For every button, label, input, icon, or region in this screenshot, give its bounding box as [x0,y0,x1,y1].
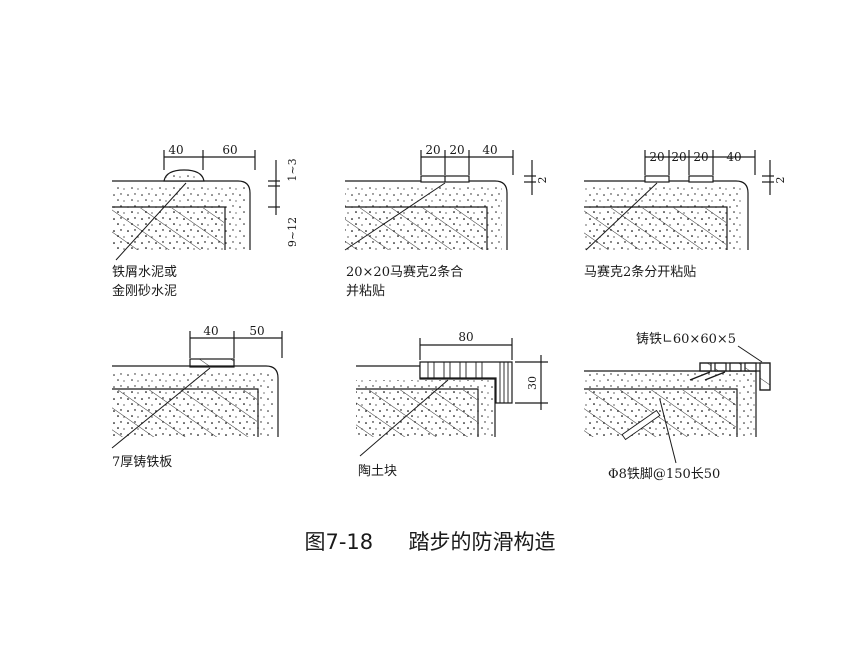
cast-iron-plate [189,358,235,368]
concrete-edge [112,388,259,437]
panel-6 [584,345,771,464]
step-outline [584,180,749,250]
p3-dim-1: 20 [649,150,664,164]
p5-side-dim: 30 [526,376,539,390]
figure-caption: 图7-18 踏步的防滑构造 [0,526,860,556]
step-outline [356,365,496,437]
p1-side-dim-1: 9~12 [286,217,299,247]
p2-dim-1: 20 [425,143,440,157]
panel-5 [356,338,548,457]
concrete-edge [584,388,738,437]
p1-label-1: 铁屑水泥或 [112,265,177,280]
p3-dim-2: 20 [671,150,686,164]
p1-label-2: 金刚砂水泥 [112,283,177,299]
mosaic-strip-2 [688,175,714,183]
anchor-foot [621,409,661,441]
p2-side-dim: 2 [536,177,549,184]
p6-label-1: 铸铁∟60×60×5 [636,331,736,347]
p3-side-dim: 2 [774,177,787,184]
p5-dim-1: 80 [458,330,473,344]
p4-dim-2: 50 [249,324,264,338]
p2-dim-2: 20 [449,143,464,157]
concrete-edge [345,206,488,250]
p5-label-1: 陶土块 [358,463,397,479]
p2-label-2: 并粘贴 [346,284,385,299]
concrete-edge [112,206,226,250]
panel-4 [111,331,283,449]
p2-label-1: 20×20马赛克2条合 [346,264,463,280]
p1-dim-2: 60 [222,143,237,157]
p3-dim-4: 40 [726,150,741,164]
step-outline [112,180,251,250]
panel-1 [112,150,280,261]
p3-label-1: 马赛克2条分开粘贴 [584,264,696,280]
p6-label-2: Φ8铁脚@150长50 [608,466,720,482]
panel-3 [584,150,774,251]
caption-title: 踏步的防滑构造 [408,530,556,554]
panel-2 [344,150,536,251]
step-outline [112,365,279,437]
ceramic-block [419,361,513,404]
p3-dim-3: 20 [693,150,708,164]
step-outline [345,180,508,250]
p4-label-1: 7厚铸铁板 [112,454,172,470]
p1-dim-1: 40 [168,143,183,157]
p2-dim-3: 40 [482,143,497,157]
mosaic-strip-1 [644,175,670,183]
p1-side-dim-2: 1~3 [286,158,299,181]
p4-dim-1: 40 [203,324,218,338]
concrete-edge [356,388,479,437]
caption-number: 图7-18 [304,530,374,554]
